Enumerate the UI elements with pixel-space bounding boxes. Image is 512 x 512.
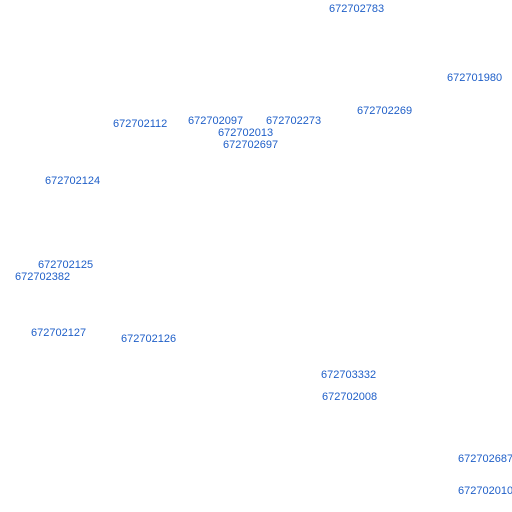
parcel-label[interactable]: 672702269: [357, 105, 413, 117]
parcel-label[interactable]: 672702124: [45, 175, 101, 187]
parcel-label[interactable]: 672703332: [321, 369, 377, 381]
parcel-label[interactable]: 672702273: [266, 115, 322, 127]
parcel-label[interactable]: 672702127: [31, 327, 87, 339]
parcel-label[interactable]: 672702697: [223, 139, 279, 151]
parcel-label[interactable]: 672702126: [121, 333, 177, 345]
parcel-label[interactable]: 672702010: [458, 485, 512, 497]
parcel-label[interactable]: 672701980: [447, 72, 503, 84]
parcel-label[interactable]: 672702013: [218, 127, 274, 139]
parcel-label[interactable]: 672702097: [188, 115, 244, 127]
parcel-label[interactable]: 672702125: [38, 259, 94, 271]
parcel-label[interactable]: 672702783: [329, 3, 385, 15]
parcel-label[interactable]: 672702112: [113, 118, 168, 130]
parcel-label[interactable]: 672702382: [15, 271, 71, 283]
parcel-label[interactable]: 672702687: [458, 453, 512, 465]
parcel-label[interactable]: 672702008: [322, 391, 378, 403]
